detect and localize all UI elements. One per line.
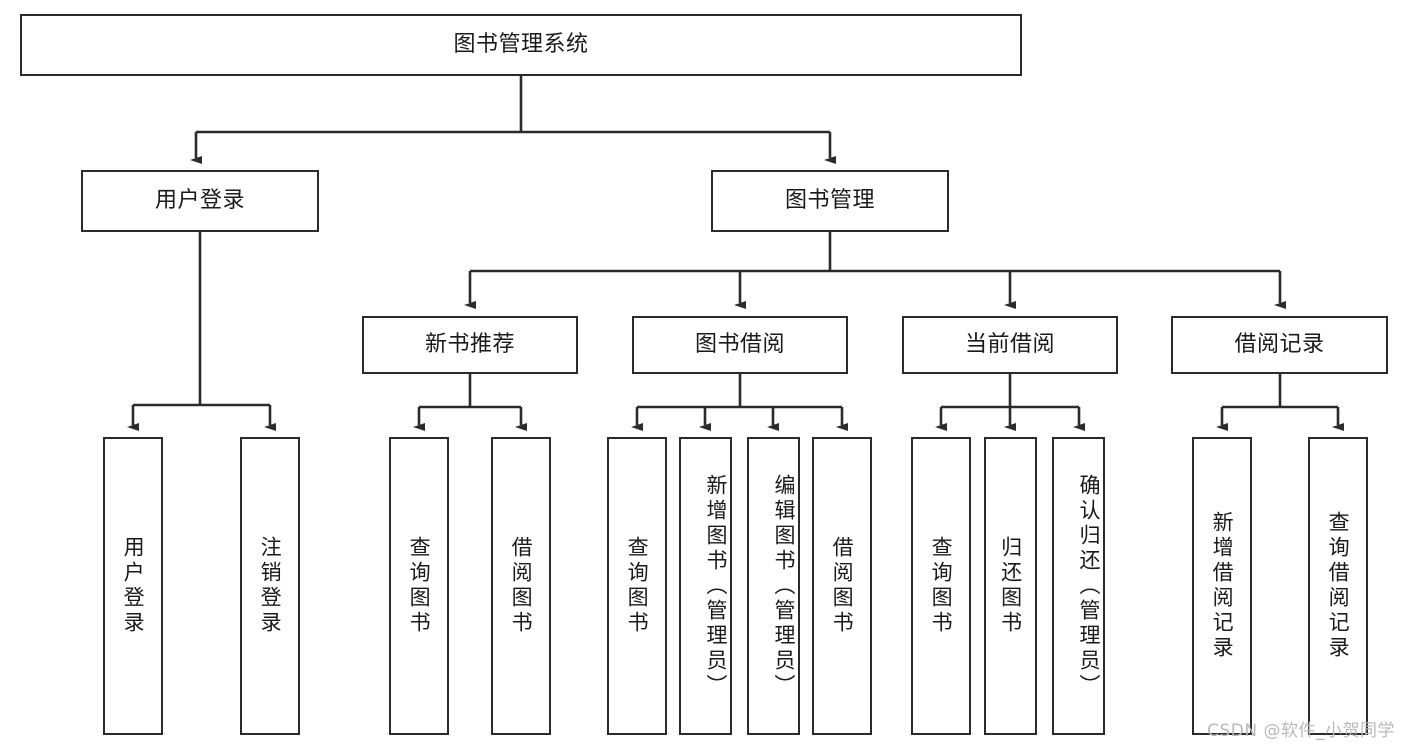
leaf-return-book[interactable]: 归还图书 bbox=[984, 437, 1037, 735]
node-borrow-record[interactable]: 借阅记录 bbox=[1171, 316, 1388, 374]
watermark: CSDN @软件_小贺同学 bbox=[1207, 721, 1395, 741]
node-book-borrow[interactable]: 图书借阅 bbox=[632, 316, 848, 374]
leaf-add-book-admin[interactable]: 新增图书（管理员） bbox=[679, 437, 732, 735]
leaf-logout[interactable]: 注销登录 bbox=[240, 437, 300, 735]
leaf-query-book-current[interactable]: 查询图书 bbox=[911, 437, 971, 735]
node-current-borrow[interactable]: 当前借阅 bbox=[902, 316, 1118, 374]
leaf-add-borrow-record[interactable]: 新增借阅记录 bbox=[1192, 437, 1252, 735]
leaf-user-login[interactable]: 用户登录 bbox=[103, 437, 163, 735]
leaf-query-book-borrow[interactable]: 查询图书 bbox=[607, 437, 667, 735]
leaf-edit-book-admin[interactable]: 编辑图书（管理员） bbox=[747, 437, 800, 735]
leaf-borrow-book-recommend[interactable]: 借阅图书 bbox=[491, 437, 551, 735]
node-book-management[interactable]: 图书管理 bbox=[711, 170, 949, 232]
node-user-login[interactable]: 用户登录 bbox=[81, 170, 319, 232]
leaf-confirm-return-admin[interactable]: 确认归还（管理员） bbox=[1052, 437, 1105, 735]
leaf-query-borrow-record[interactable]: 查询借阅记录 bbox=[1308, 437, 1368, 735]
node-root[interactable]: 图书管理系统 bbox=[20, 14, 1022, 76]
leaf-query-book-recommend[interactable]: 查询图书 bbox=[389, 437, 449, 735]
node-new-book-recommend[interactable]: 新书推荐 bbox=[362, 316, 578, 374]
leaf-borrow-book[interactable]: 借阅图书 bbox=[812, 437, 872, 735]
